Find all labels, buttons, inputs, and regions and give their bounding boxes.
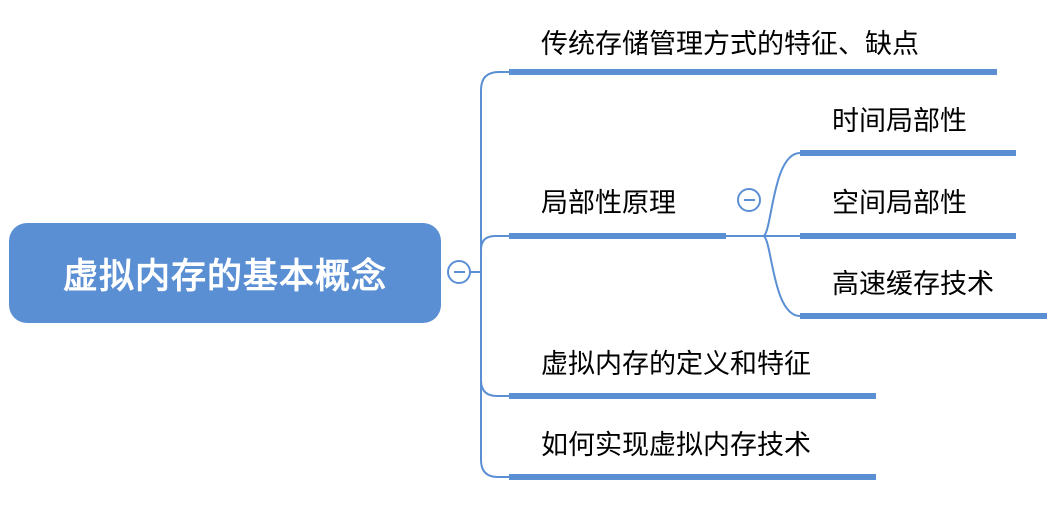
sub-branch-2-label[interactable]: 空间局部性 <box>832 188 967 219</box>
minus-icon <box>453 271 465 273</box>
sub-branch-1-label[interactable]: 时间局部性 <box>832 106 967 137</box>
branch-1-label[interactable]: 传统存储管理方式的特征、缺点 <box>541 29 919 60</box>
connector-root-branch-4 <box>480 380 509 478</box>
minus-icon <box>743 199 755 201</box>
branch-2-collapse-toggle[interactable] <box>737 188 761 212</box>
connector-sub-3 <box>762 235 801 317</box>
sub-branch-3-label[interactable]: 高速缓存技术 <box>832 269 994 300</box>
root-node[interactable]: 虚拟内存的基本概念 <box>9 223 441 323</box>
connector-root-branch-3 <box>480 272 509 397</box>
branch-3-label[interactable]: 虚拟内存的定义和特征 <box>541 349 811 380</box>
branch-4-label[interactable]: 如何实现虚拟内存技术 <box>541 430 811 461</box>
connector-root-branch-1 <box>470 71 509 273</box>
root-collapse-toggle[interactable] <box>447 260 471 284</box>
branch-2-label[interactable]: 局部性原理 <box>541 188 676 219</box>
root-label: 虚拟内存的基本概念 <box>62 256 387 297</box>
connector-sub-1 <box>762 152 801 237</box>
connector-root-branch-2 <box>480 235 509 251</box>
